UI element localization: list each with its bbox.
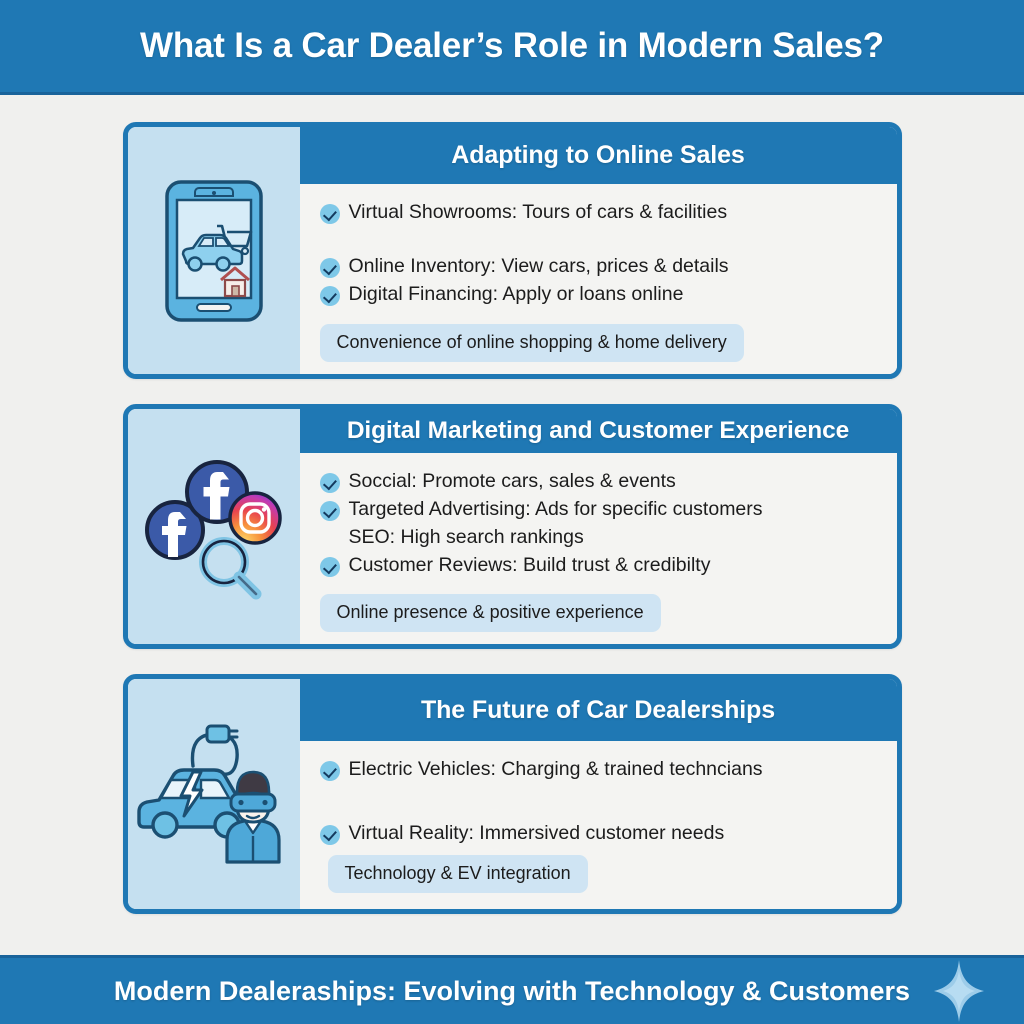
list-item-label: SEO: High search rankings	[348, 526, 584, 549]
check-icon	[319, 258, 340, 279]
page-header-banner: What Is a Car Dealer’s Role in Modern Sa…	[0, 0, 1024, 95]
card-1-body: Virtual Showrooms: Tours of cars & facil…	[299, 184, 897, 374]
list-item-label: Electric Vehicles: Charging & trained te…	[348, 758, 763, 780]
list-item-label: Targeted Advertising: Ads for specific c…	[348, 498, 763, 521]
list-item: Customer Reviews: Build trust & credibil…	[319, 553, 877, 579]
card-2-summary-badge: Online presence & positive experience	[319, 594, 661, 632]
list-item: Targeted Advertising: Ads for specific c…	[319, 497, 877, 523]
card-3-icon-panel	[127, 679, 300, 909]
list-item-label: Digital Financing: Apply or loans online	[348, 283, 684, 306]
card-3-header: The Future of Car Dealerships	[299, 679, 897, 741]
card-3-title: The Future of Car Dealerships	[420, 695, 776, 724]
sparkle-star-icon	[934, 960, 984, 1022]
card-2-header: Digital Marketing and Customer Experienc…	[299, 409, 897, 454]
list-item-label: Virtual Reality: Immersived customer nee…	[348, 821, 725, 844]
footer-tagline: Modern Dealeraships: Evolving with Techn…	[113, 975, 911, 1006]
list-item-label: Online Inventory: View cars, prices & de…	[348, 255, 729, 278]
list-item-label: Customer Reviews: Build trust & credibil…	[348, 554, 711, 577]
page-title: What Is a Car Dealer’s Role in Modern Sa…	[140, 26, 884, 65]
card-the-future-of-car-dealerships[interactable]: The Future of Car Dealerships Electric V…	[122, 674, 902, 914]
check-icon-absent	[320, 529, 340, 549]
check-icon	[319, 557, 340, 578]
list-item: Electric Vehicles: Charging & trained te…	[319, 757, 877, 783]
social-media-search-icon	[144, 459, 282, 599]
card-1-icon-panel	[127, 127, 300, 374]
card-3-body: Electric Vehicles: Charging & trained te…	[299, 741, 897, 909]
card-1-title: Adapting to Online Sales	[451, 141, 745, 170]
list-item-label: Soccial: Promote cars, sales & events	[348, 470, 676, 493]
list-item: SEO: High search rankings	[320, 525, 877, 551]
cards-container: Adapting to Online Sales Virtual Showroo…	[0, 95, 1024, 955]
card-2-icon-panel	[127, 409, 300, 644]
list-item: Digital Financing: Apply or loans online	[319, 282, 877, 308]
check-icon	[319, 501, 340, 522]
list-item: Virtual Reality: Immersived customer nee…	[319, 821, 877, 847]
card-3-main: The Future of Car Dealerships Electric V…	[299, 679, 897, 909]
card-3-summary-badge: Technology & EV integration	[327, 854, 588, 893]
card-2-bullet-list: Soccial: Promote cars, sales & events Ta…	[319, 469, 877, 581]
list-item: Soccial: Promote cars, sales & events	[319, 469, 877, 495]
card-1-main: Adapting to Online Sales Virtual Showroo…	[299, 127, 897, 374]
card-2-title: Digital Marketing and Customer Experienc…	[346, 417, 850, 445]
smartphone-car-shopping-icon	[164, 179, 263, 322]
check-icon	[319, 286, 340, 307]
card-adapting-to-online-sales[interactable]: Adapting to Online Sales Virtual Showroo…	[122, 122, 902, 379]
check-icon	[319, 473, 340, 494]
card-1-header: Adapting to Online Sales	[299, 127, 897, 185]
card-2-body: Soccial: Promote cars, sales & events Ta…	[299, 453, 897, 644]
list-item-label: Virtual Showrooms: Tours of cars & facil…	[348, 201, 728, 224]
list-item: Online Inventory: View cars, prices & de…	[319, 254, 877, 280]
check-icon	[319, 761, 340, 781]
card-3-bullet-list: Electric Vehicles: Charging & trained te…	[319, 757, 877, 849]
electric-vehicle-vr-icon	[137, 724, 281, 864]
list-item: Virtual Showrooms: Tours of cars & facil…	[319, 200, 877, 226]
card-digital-marketing-and-customer-experience[interactable]: Digital Marketing and Customer Experienc…	[122, 404, 902, 649]
card-1-summary-badge: Convenience of online shopping & home de…	[319, 324, 744, 362]
check-icon	[319, 204, 340, 225]
check-icon	[319, 824, 340, 845]
page-footer-banner: Modern Dealeraships: Evolving with Techn…	[0, 955, 1024, 1024]
card-2-main: Digital Marketing and Customer Experienc…	[299, 409, 897, 644]
card-1-bullet-list: Virtual Showrooms: Tours of cars & facil…	[319, 200, 877, 310]
